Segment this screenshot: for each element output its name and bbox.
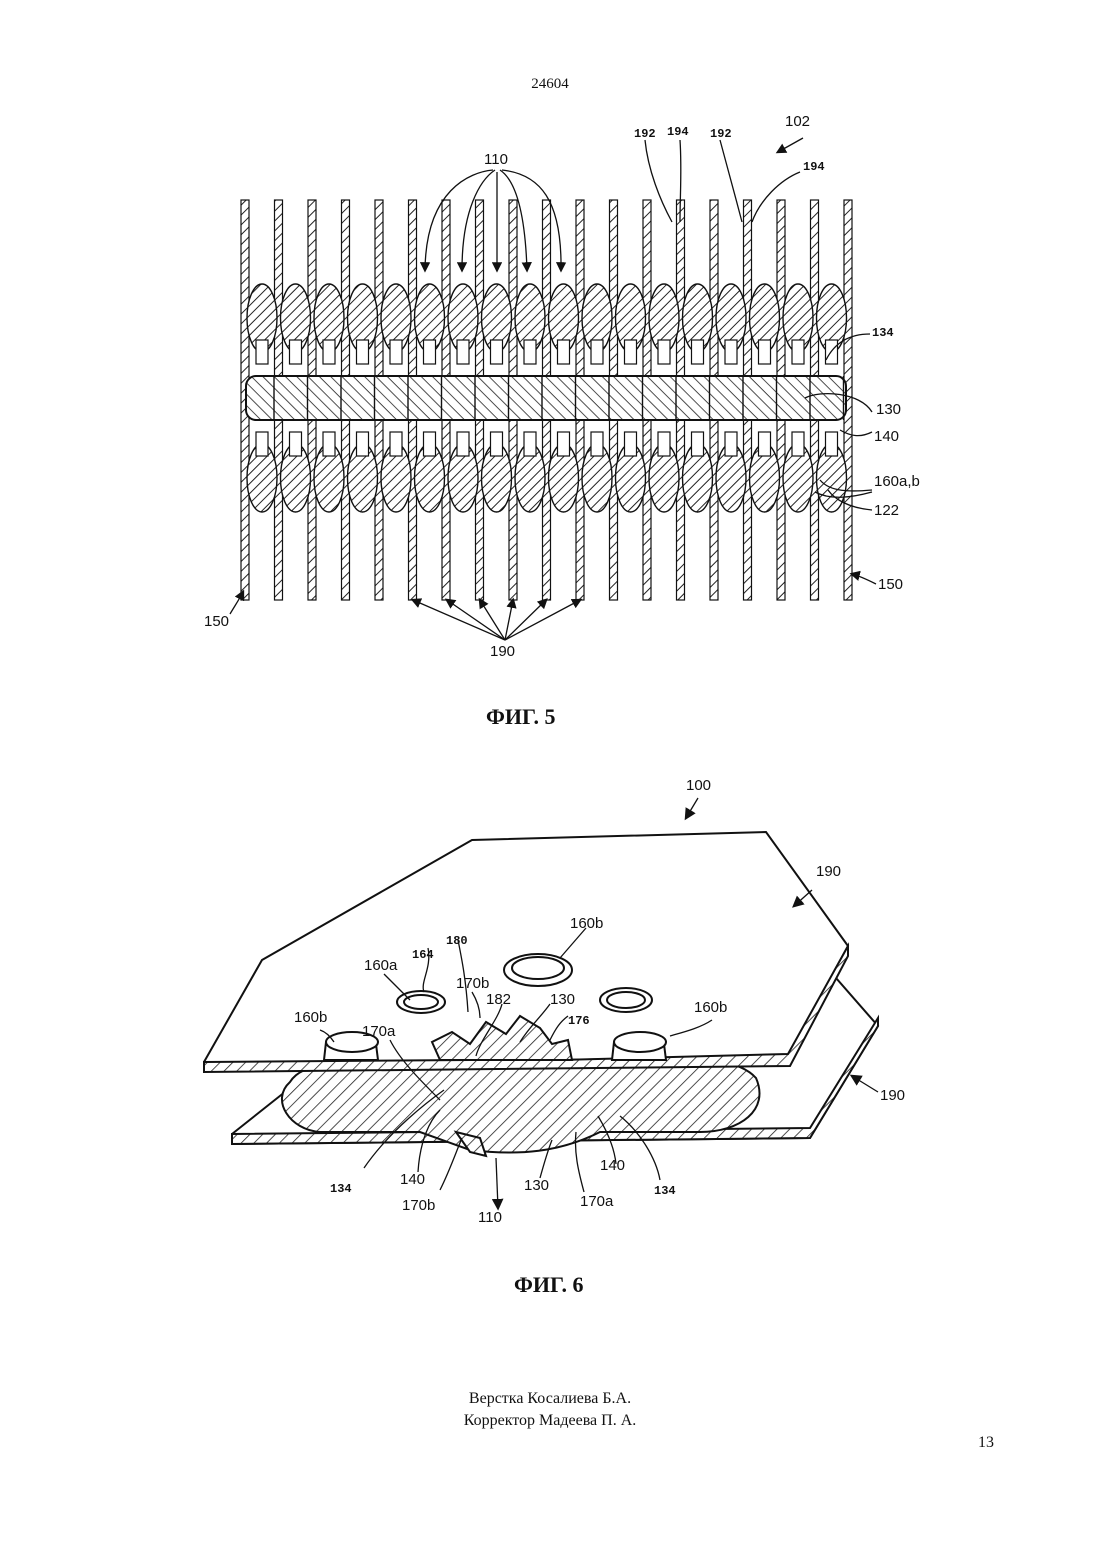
label-110: 110 <box>478 1209 502 1226</box>
label-134-right: 134 <box>654 1184 676 1198</box>
label-176: 176 <box>568 1014 590 1028</box>
figure-6-drawing: 100 190 190 160b 160b 160b 160a 164 180 … <box>0 760 1100 1300</box>
figure-5-drawing: 102 110 192 194 192 194 134 130 140 160a… <box>0 0 1100 700</box>
label-170a-bottom: 170a <box>580 1193 614 1210</box>
label-102: 102 <box>785 113 810 130</box>
label-160ab: 160a,b <box>874 473 920 490</box>
label-164: 164 <box>412 948 434 962</box>
label-192: 192 <box>634 127 656 141</box>
collar-160b-top <box>504 954 572 986</box>
label-160a: 160a <box>364 957 398 974</box>
label-170a-top: 170a <box>362 1023 396 1040</box>
label-160b-top: 160b <box>570 915 603 932</box>
label-150-left: 150 <box>204 613 229 630</box>
label-134-left: 134 <box>330 1182 352 1196</box>
label-194-b: 194 <box>803 160 825 174</box>
central-band-130 <box>246 376 846 420</box>
label-190-bottom: 190 <box>880 1087 905 1104</box>
label-170b-top: 170b <box>456 975 489 992</box>
footer-proofreader-credit: Корректор Мадеева П. А. <box>0 1410 1100 1432</box>
figure-6-caption: ФИГ. 6 <box>514 1272 584 1298</box>
label-140: 140 <box>874 428 899 445</box>
label-180: 180 <box>446 934 468 948</box>
label-192-b: 192 <box>710 127 732 141</box>
label-190: 190 <box>490 643 515 660</box>
label-140-right: 140 <box>600 1157 625 1174</box>
label-170b-bottom: 170b <box>402 1197 435 1214</box>
label-190-top: 190 <box>816 863 841 880</box>
figure-5-caption: ФИГ. 5 <box>486 704 556 730</box>
label-130-top: 130 <box>550 991 575 1008</box>
label-130-bottom: 130 <box>524 1177 549 1194</box>
label-134: 134 <box>872 326 894 340</box>
footer-layout-credit: Верстка Косалиева Б.А. <box>0 1388 1100 1410</box>
label-194: 194 <box>667 125 689 139</box>
label-160b-left: 160b <box>294 1009 327 1026</box>
label-110: 110 <box>484 151 508 168</box>
hole-160b-right <box>600 988 652 1012</box>
footer-credits: Верстка Косалиева Б.А. Корректор Мадеева… <box>0 1388 1100 1432</box>
label-160b-right: 160b <box>694 999 727 1016</box>
label-130: 130 <box>876 401 901 418</box>
label-122: 122 <box>874 502 899 519</box>
label-182: 182 <box>486 991 511 1008</box>
label-150-right: 150 <box>878 576 903 593</box>
page-number: 13 <box>978 1434 994 1452</box>
label-100: 100 <box>686 777 711 794</box>
collar-160b-mid <box>612 1032 666 1060</box>
label-140-left: 140 <box>400 1171 425 1188</box>
